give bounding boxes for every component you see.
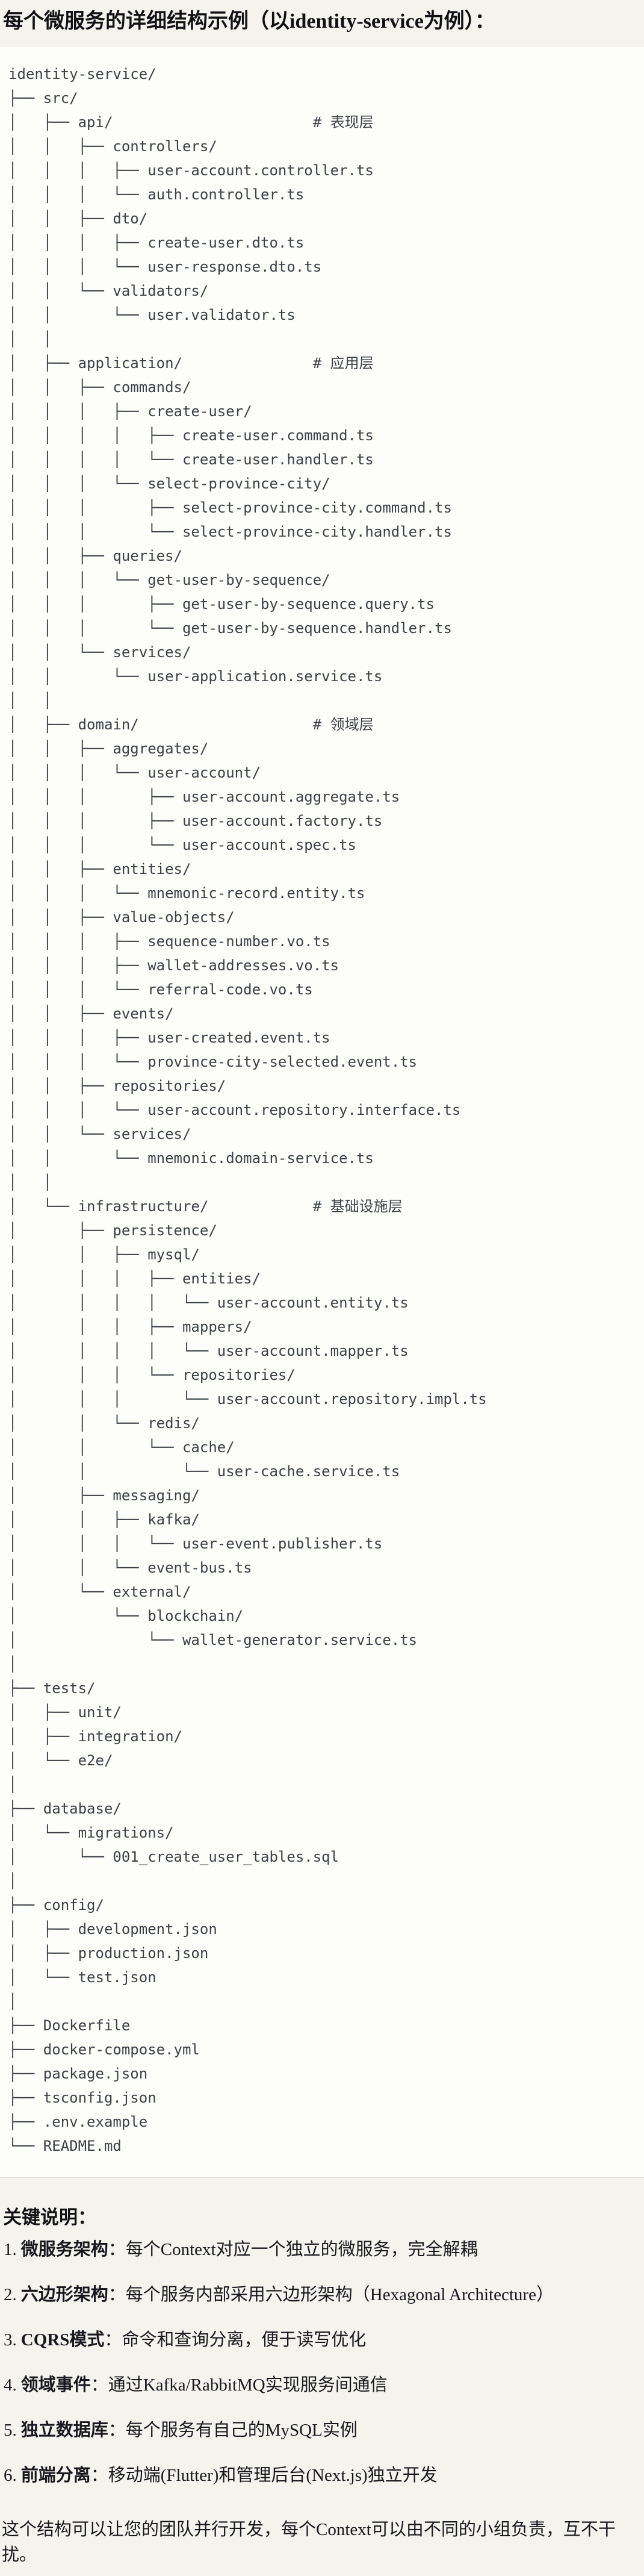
- directory-tree: identity-service/ ├── src/ │ ├── api/ # …: [8, 66, 487, 2155]
- note-number: 1.: [4, 2240, 17, 2260]
- note-term: 前端分离: [20, 2466, 91, 2486]
- note-item-frontend: 6.前端分离：移动端(Flutter)和管理后台(Next.js)独立开发: [4, 2462, 640, 2489]
- note-desc: ：命令和查询分离，便于读写优化: [104, 2330, 367, 2350]
- notes-heading: 关键说明：: [3, 2207, 96, 2228]
- note-number: 6.: [4, 2466, 17, 2486]
- note-term: 领域事件: [20, 2375, 91, 2395]
- note-number: 3.: [4, 2330, 17, 2350]
- directory-tree-block: identity-service/ ├── src/ │ ├── api/ # …: [0, 46, 644, 2178]
- note-desc: ：每个Context对应一个独立的微服务，完全解耦: [108, 2240, 478, 2260]
- note-desc: ：移动端(Flutter)和管理后台(Next.js)独立开发: [90, 2466, 438, 2486]
- note-desc: ：通过Kafka/RabbitMQ实现服务间通信: [90, 2375, 388, 2395]
- note-item-hexagonal: 2.六边形架构：每个服务内部采用六边形架构（Hexagonal Architec…: [4, 2281, 640, 2309]
- note-item-microservices: 1.微服务架构：每个Context对应一个独立的微服务，完全解耦: [4, 2236, 640, 2263]
- note-term: 六边形架构: [20, 2285, 108, 2305]
- note-desc: ：每个服务有自己的MySQL实例: [108, 2421, 358, 2440]
- note-item-database: 5.独立数据库：每个服务有自己的MySQL实例: [4, 2417, 640, 2444]
- note-term: 独立数据库: [20, 2421, 108, 2440]
- note-number: 5.: [4, 2421, 17, 2440]
- page-title: 每个微服务的详细结构示例（以identity-service为例）：: [3, 10, 495, 33]
- closing-paragraph: 这个结构可以让您的团队并行开发，每个Context可以由不同的小组负责，互不干扰…: [2, 2520, 616, 2565]
- note-number: 4.: [4, 2375, 17, 2395]
- notes-list: 1.微服务架构：每个Context对应一个独立的微服务，完全解耦 2.六边形架构…: [0, 2236, 644, 2489]
- note-desc: ：每个服务内部采用六边形架构（Hexagonal Architecture）: [108, 2285, 554, 2305]
- note-item-domain-events: 4.领域事件：通过Kafka/RabbitMQ实现服务间通信: [4, 2372, 640, 2399]
- note-term: 微服务架构: [20, 2240, 108, 2260]
- note-number: 2.: [4, 2285, 17, 2305]
- note-item-cqrs: 3.CQRS模式：命令和查询分离，便于读写优化: [4, 2327, 640, 2354]
- note-term: CQRS模式: [20, 2330, 105, 2350]
